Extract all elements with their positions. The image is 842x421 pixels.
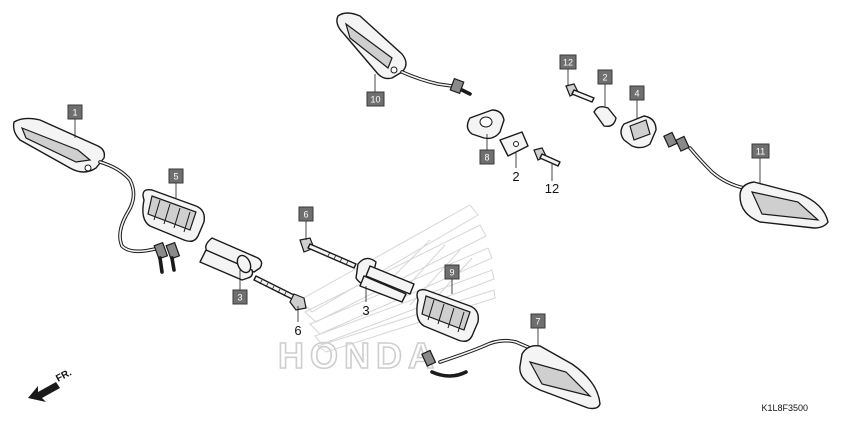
- callout-2: 2: [597, 69, 613, 85]
- front-label: FR.: [54, 367, 74, 384]
- svg-text:1: 1: [72, 108, 77, 118]
- center-bolt: [299, 237, 357, 269]
- callout-12: 12: [559, 54, 577, 70]
- rear-right-rubber-mount: [620, 115, 657, 149]
- honda-watermark-text: HONDA: [278, 335, 440, 376]
- label-6: 6: [294, 323, 301, 338]
- honda-wing-watermark: HONDA: [277, 204, 496, 377]
- svg-text:5: 5: [173, 172, 178, 182]
- rear-bolt-upper: [565, 83, 595, 103]
- callout-6: 6: [298, 206, 314, 222]
- callout-5: 5: [168, 168, 184, 184]
- front-arrow-icon: [28, 382, 60, 402]
- svg-text:11: 11: [756, 147, 765, 157]
- callout-3: 3: [232, 289, 248, 305]
- svg-text:10: 10: [370, 95, 380, 105]
- front-direction-marker: FR.: [28, 367, 74, 402]
- left-rubber-mount: [142, 189, 206, 243]
- label-3: 3: [362, 303, 369, 318]
- svg-text:7: 7: [535, 317, 540, 327]
- leader-lines: [74, 69, 761, 346]
- callout-10: 10: [366, 91, 385, 107]
- callout-7: 7: [530, 313, 546, 329]
- svg-text:3: 3: [237, 293, 242, 303]
- rear-bolt-lower: [533, 147, 561, 167]
- label-2: 2: [512, 169, 519, 184]
- rear-clip: [499, 131, 529, 157]
- callout-9: 9: [444, 264, 460, 280]
- callout-8: 8: [479, 149, 495, 165]
- rear-right-turn-signal-assembly: [663, 131, 829, 229]
- svg-text:4: 4: [634, 89, 639, 99]
- center-rubber-mount: [416, 289, 480, 343]
- left-turn-signal-assembly: [12, 117, 181, 274]
- left-collar: [199, 237, 263, 281]
- label-12: 12: [545, 181, 559, 196]
- svg-text:8: 8: [484, 153, 489, 163]
- diagram-code: K1L8F3500: [761, 403, 808, 413]
- right-front-turn-signal-assembly: [421, 338, 601, 410]
- callout-4: 4: [629, 85, 645, 101]
- rear-left-turn-signal-assembly: [336, 12, 472, 96]
- svg-text:12: 12: [563, 58, 573, 68]
- center-collar: [355, 257, 415, 303]
- callout-11: 11: [751, 143, 770, 159]
- callout-1: 1: [67, 104, 83, 120]
- svg-text:2: 2: [602, 73, 607, 83]
- left-bolt: [253, 275, 307, 311]
- rear-rubber-mount: [466, 109, 505, 140]
- svg-text:9: 9: [449, 268, 454, 278]
- svg-text:6: 6: [303, 210, 308, 220]
- rear-right-clip: [593, 105, 617, 128]
